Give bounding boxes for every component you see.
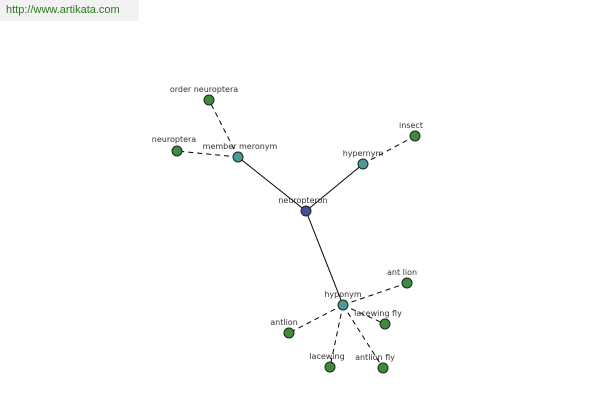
- graph-edges: [176, 99, 416, 369]
- edge-member-meronym-order-neuroptera: [208, 99, 239, 158]
- relation-label-hypernym[interactable]: hypernym: [343, 149, 384, 158]
- relation-node-member-meronym[interactable]: [232, 151, 244, 163]
- term-node-neuroptera[interactable]: [171, 145, 183, 157]
- edge-hyponym-antlion-fly: [342, 304, 384, 369]
- relation-node-hyponym[interactable]: [337, 299, 349, 311]
- relation-label-hyponym[interactable]: hyponym: [324, 290, 362, 299]
- term-node-lacewing[interactable]: [324, 361, 336, 373]
- edge-member-meronym: [237, 156, 307, 212]
- term-label-antlion-fly[interactable]: antlion fly: [355, 353, 395, 362]
- edge-hyponym-lacewing: [329, 304, 344, 368]
- term-node-antlion[interactable]: [283, 327, 295, 339]
- term-label-order-neuroptera[interactable]: order neuroptera: [170, 85, 238, 94]
- relation-label-member-meronym[interactable]: member meronym: [203, 142, 278, 151]
- center-node-neuropteron[interactable]: [300, 205, 312, 217]
- edge-hypernym-insect: [362, 135, 416, 165]
- graph-nodes: [171, 94, 421, 374]
- relation-node-hypernym[interactable]: [357, 158, 369, 170]
- term-label-lacewing[interactable]: lacewing: [309, 352, 344, 361]
- graph-labels: order neuroptera neuroptera member meronym…: [152, 85, 423, 362]
- term-node-lacewing-fly[interactable]: [379, 318, 391, 330]
- center-label-neuropteron[interactable]: neuropteron: [278, 196, 327, 205]
- site-url-link[interactable]: http://www.artikata.com: [0, 0, 139, 21]
- term-label-ant-lion[interactable]: ant lion: [387, 268, 417, 277]
- term-node-antlion-fly[interactable]: [377, 362, 389, 374]
- edge-hyponym-antlion: [288, 304, 344, 334]
- edge-hypernym: [305, 163, 364, 212]
- edge-hyponym-ant-lion: [342, 282, 408, 306]
- term-node-insect[interactable]: [409, 130, 421, 142]
- edge-member-meronym-neuroptera: [176, 150, 239, 158]
- term-label-insect[interactable]: insect: [399, 121, 423, 130]
- term-label-antlion[interactable]: antlion: [270, 318, 298, 327]
- term-node-ant-lion[interactable]: [401, 277, 413, 289]
- edge-hyponym-lacewing-fly: [342, 304, 386, 325]
- term-label-neuroptera[interactable]: neuroptera: [152, 135, 196, 144]
- edge-hyponym: [305, 210, 344, 306]
- term-label-lacewing-fly[interactable]: lacewing fly: [354, 309, 402, 318]
- term-node-order-neuroptera[interactable]: [203, 94, 215, 106]
